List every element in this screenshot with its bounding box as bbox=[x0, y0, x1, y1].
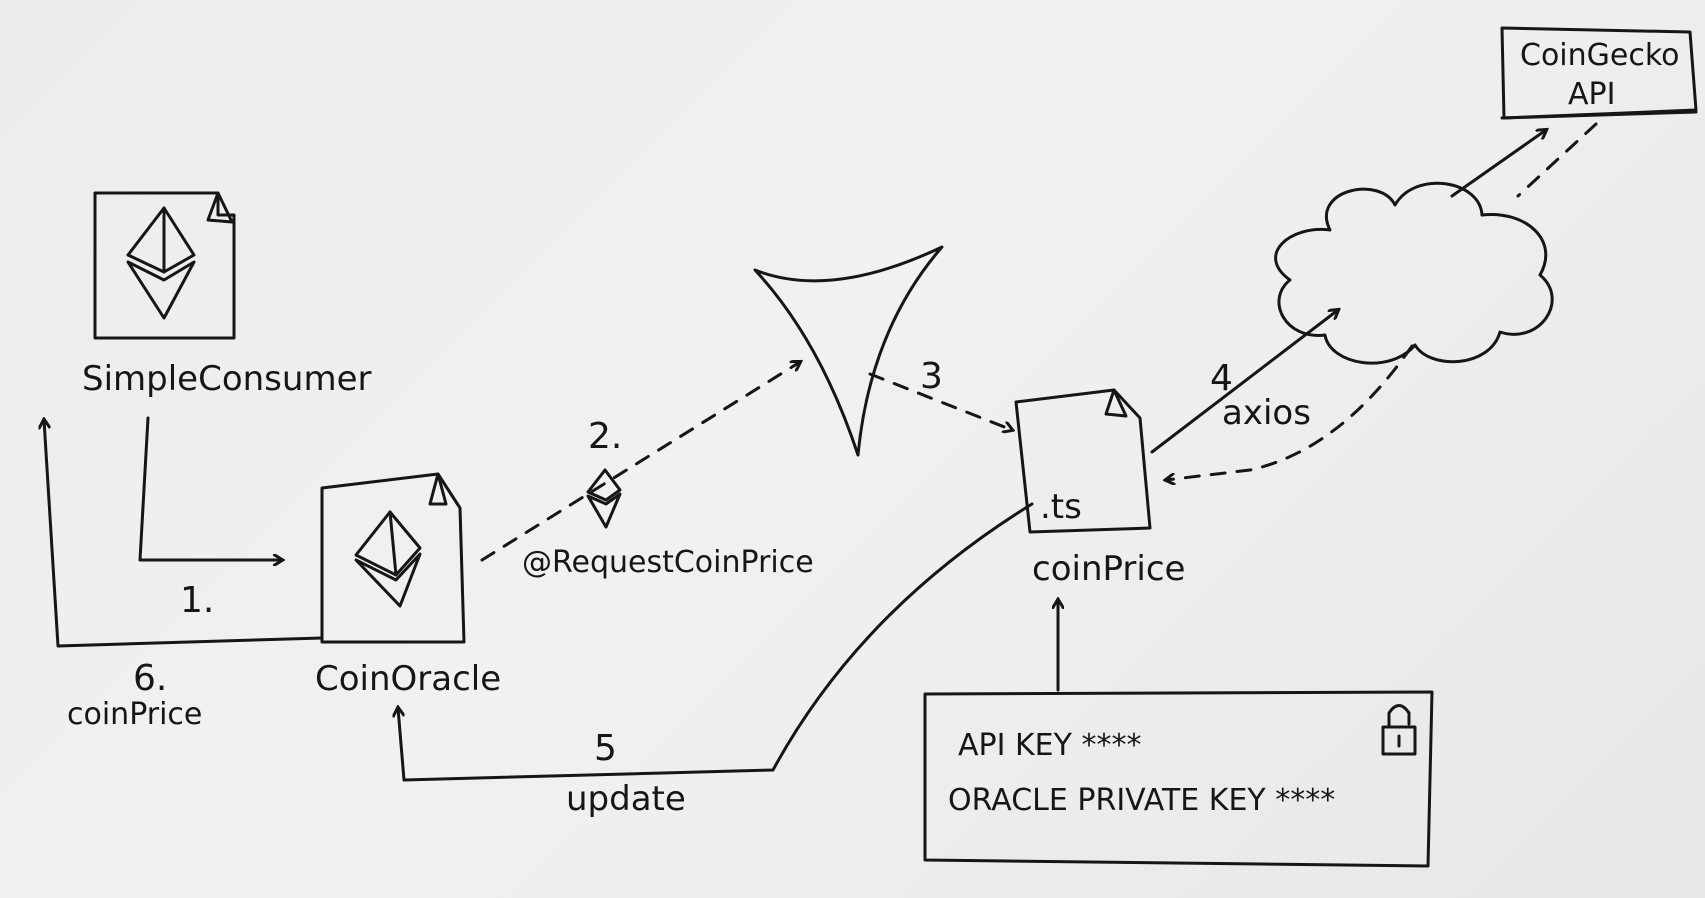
coingecko-api-node[interactable]: CoinGecko API bbox=[1500, 26, 1698, 120]
step-6-label: coinPrice bbox=[67, 697, 202, 732]
coingecko-label-line1: CoinGecko bbox=[1520, 38, 1680, 73]
oracle-private-key-label: ORACLE PRIVATE KEY **** bbox=[948, 783, 1335, 818]
file-icon bbox=[320, 472, 466, 644]
ethereum-icon bbox=[126, 206, 196, 320]
the-graph-icon bbox=[753, 245, 944, 457]
step-2-event-label: @RequestCoinPrice bbox=[522, 545, 814, 580]
ethereum-icon bbox=[586, 468, 622, 529]
simple-consumer-node[interactable]: SimpleConsumer bbox=[82, 191, 371, 399]
ethereum-icon bbox=[354, 510, 422, 608]
coin-price-file-ext: .ts bbox=[1040, 487, 1082, 527]
step-3-arrow: 3 bbox=[868, 356, 1012, 430]
file-icon bbox=[1014, 388, 1152, 534]
step-1-number: 1. bbox=[180, 580, 214, 621]
secrets-box[interactable]: API KEY **** ORACLE PRIVATE KEY **** bbox=[923, 690, 1434, 868]
coin-oracle-node[interactable]: CoinOracle bbox=[315, 472, 501, 699]
coin-price-node[interactable]: .ts coinPrice bbox=[1014, 388, 1185, 589]
step-5-label: update bbox=[566, 779, 686, 819]
lock-icon bbox=[1381, 704, 1417, 756]
step-4-arrow: 4 axios bbox=[1150, 310, 1414, 480]
cloud-icon bbox=[1274, 181, 1554, 365]
step-2-arrow: 2. @RequestCoinPrice bbox=[480, 362, 814, 580]
simple-consumer-label: SimpleConsumer bbox=[82, 359, 371, 399]
step-6-arrow: 6. coinPrice bbox=[44, 420, 324, 732]
step-3-number: 3 bbox=[920, 356, 943, 397]
step-4-label: axios bbox=[1222, 393, 1311, 433]
step-5-number: 5 bbox=[594, 728, 617, 769]
step-5-arrow: 5 update bbox=[398, 502, 1034, 819]
step-2-number: 2. bbox=[588, 416, 622, 457]
coingecko-label-line2: API bbox=[1568, 77, 1615, 112]
coin-oracle-label: CoinOracle bbox=[315, 659, 501, 699]
step-6-number: 6. bbox=[133, 658, 167, 699]
step-1-arrow: 1. bbox=[138, 416, 282, 621]
cloud-api-arrows bbox=[1450, 122, 1598, 198]
step-4-number: 4 bbox=[1210, 358, 1233, 399]
coin-price-label: coinPrice bbox=[1032, 549, 1185, 589]
api-key-label: API KEY **** bbox=[958, 728, 1142, 763]
